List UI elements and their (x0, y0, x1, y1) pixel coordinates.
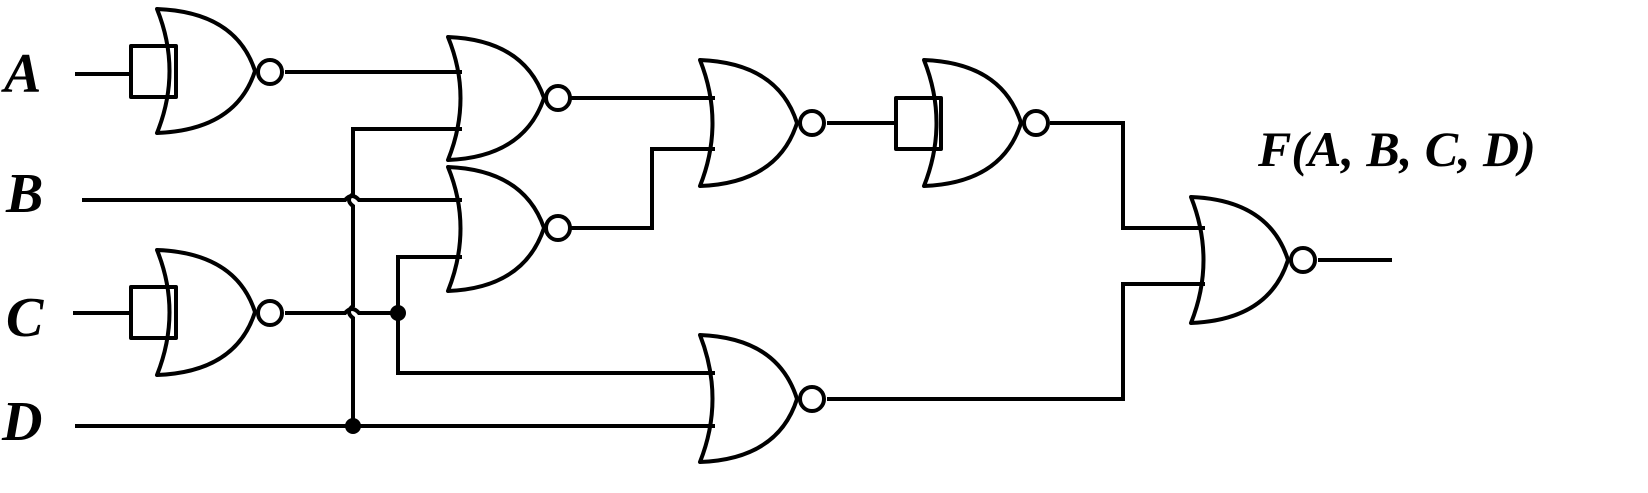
input-label-b: B (5, 163, 43, 225)
gate-1-nor (129, 7, 284, 135)
junction-dot-d (345, 418, 361, 434)
output-bubble (1289, 246, 1317, 274)
gate-8-nor (1189, 195, 1317, 325)
output-label: F(A, B, C, D) (1257, 121, 1536, 177)
input-label-d: D (1, 391, 42, 453)
wire-g6-g8 (1050, 121, 1205, 230)
output-bubble (1022, 109, 1050, 137)
wire-g7-g8 (827, 282, 1205, 401)
gate-7-nor (698, 333, 826, 464)
gate-3-nor (446, 35, 572, 162)
wire-b (82, 194, 462, 202)
wires (73, 70, 1392, 428)
junction-dot-c (390, 305, 406, 321)
output-bubble (798, 109, 826, 137)
output-bubble (256, 299, 284, 327)
input-label-a: A (1, 43, 41, 105)
wire-cbar-to-g7 (396, 313, 715, 375)
wire-g4-g5 (571, 147, 715, 230)
output-bubble (256, 58, 284, 86)
output-bubble (544, 214, 572, 242)
output-bubble (798, 385, 826, 413)
output-bubble (544, 84, 572, 112)
gate-6-nor (894, 58, 1050, 188)
gate-5-nor (698, 58, 826, 188)
wire-d-to-g3 (347, 127, 462, 426)
wire-cbar-to-g4 (396, 255, 462, 313)
gate-4-nor (446, 165, 572, 293)
input-label-c: C (6, 287, 44, 349)
wire-g2-out (285, 307, 398, 315)
gate-2-nor (129, 248, 284, 377)
